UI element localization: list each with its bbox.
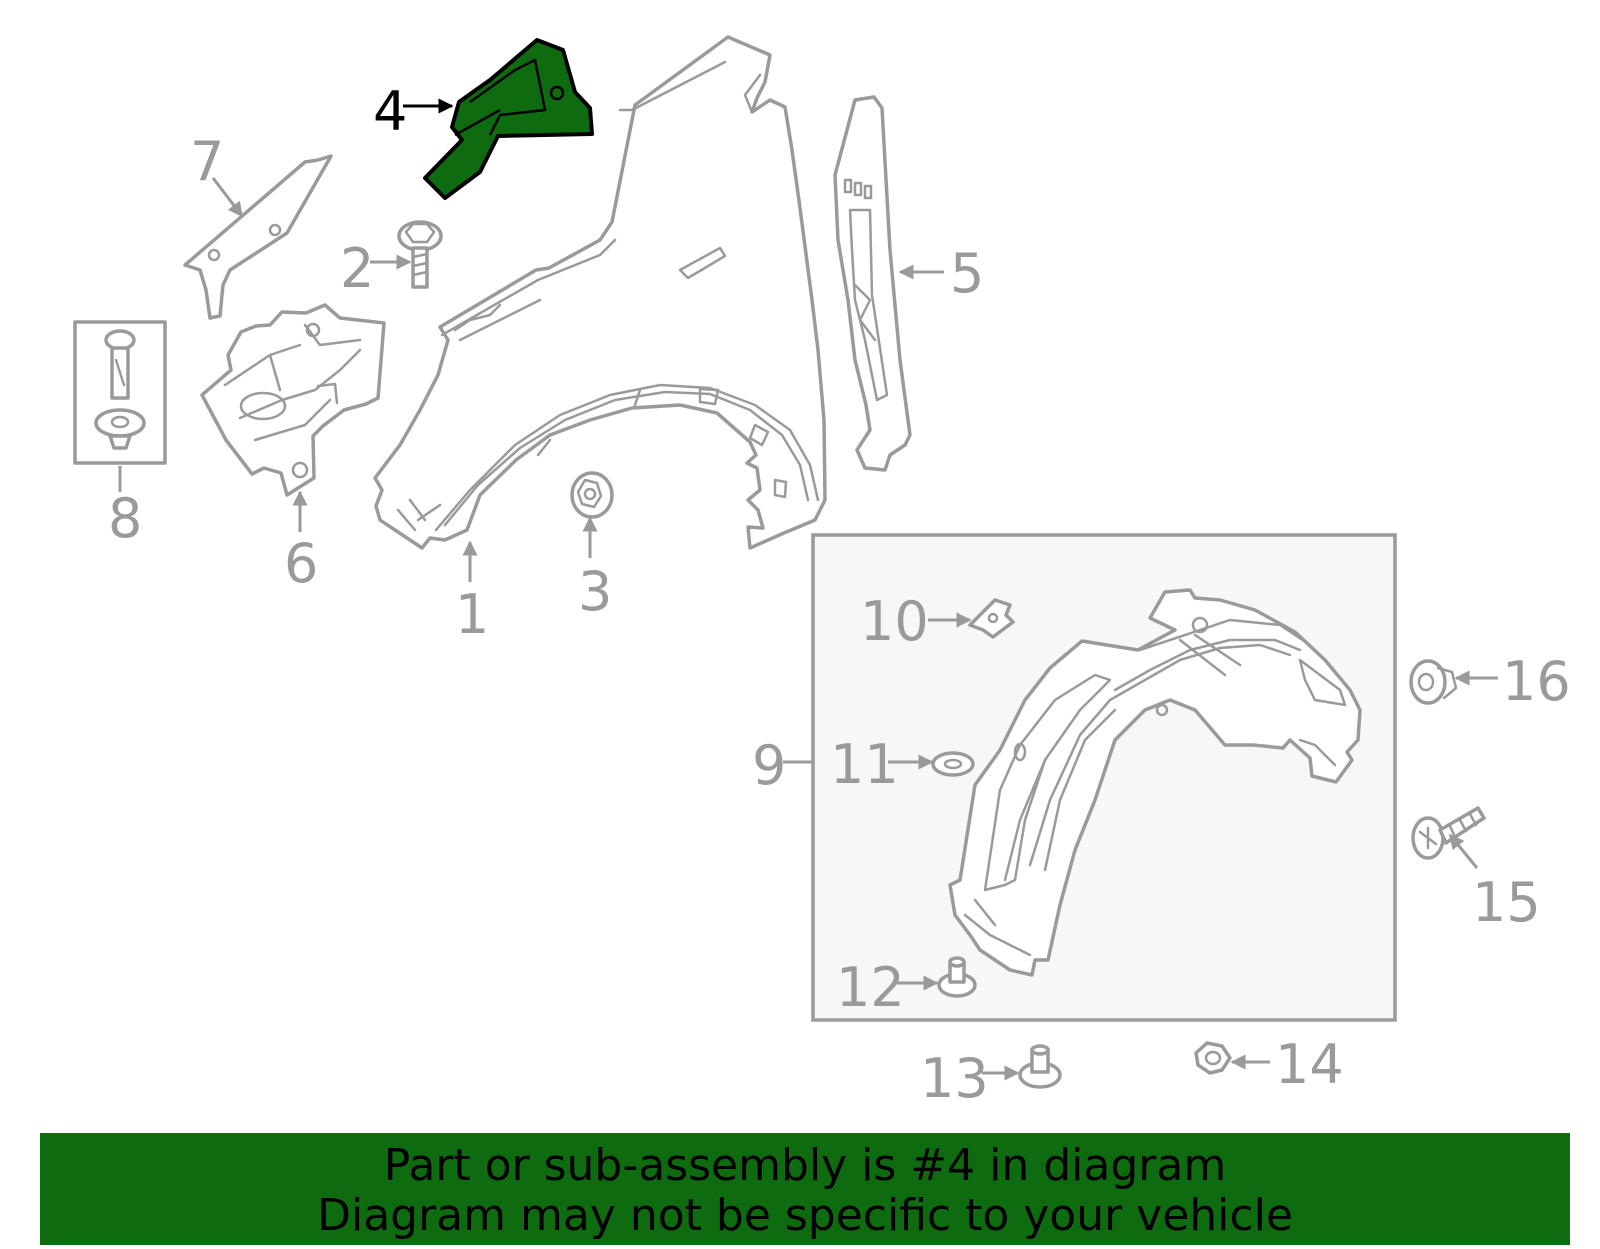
callout-1: 1	[455, 583, 489, 646]
callout-6: 6	[284, 532, 318, 595]
part-10-clip[interactable]	[968, 598, 1015, 639]
part-14-clip-nut[interactable]	[1194, 1041, 1232, 1075]
callout-15: 15	[1472, 871, 1541, 934]
banner-line-1: Part or sub-assembly is #4 in diagram	[383, 1140, 1227, 1191]
callout-4: 4	[373, 80, 407, 143]
callout-8: 8	[108, 487, 142, 550]
part-8-clip-set[interactable]	[73, 320, 167, 465]
callout-14: 14	[1275, 1033, 1344, 1096]
callout-12: 12	[836, 956, 905, 1019]
callout-2: 2	[340, 237, 374, 300]
part-5-seal-strip[interactable]	[833, 95, 912, 472]
part-9-fender-liner[interactable]	[948, 588, 1362, 977]
part-6-fender-bracket[interactable]	[200, 303, 386, 497]
info-banner: Part or sub-assembly is #4 in diagram Di…	[40, 1133, 1570, 1245]
callout-7: 7	[190, 130, 224, 193]
part-16-nut[interactable]	[1409, 659, 1458, 705]
part-3-nut[interactable]	[570, 471, 614, 519]
part-11-washer[interactable]	[931, 751, 975, 777]
callout-5: 5	[950, 242, 984, 305]
callout-10: 10	[860, 590, 929, 653]
part-13-push-clip[interactable]	[1018, 1044, 1062, 1089]
callout-3: 3	[578, 560, 612, 623]
part-2-bolt[interactable]	[397, 220, 443, 289]
callout-9: 9	[752, 734, 786, 797]
part-15-screw[interactable]	[1411, 806, 1486, 860]
callout-16: 16	[1502, 650, 1571, 713]
part-4-highlighted[interactable]	[423, 38, 594, 200]
callout-11: 11	[830, 733, 899, 796]
banner-line-2: Diagram may not be specific to your vehi…	[317, 1190, 1293, 1241]
part-7-bracket[interactable]	[183, 154, 333, 320]
part-1-fender[interactable]	[373, 35, 827, 550]
callout-13: 13	[920, 1047, 989, 1110]
part-12-push-clip[interactable]	[937, 956, 977, 998]
